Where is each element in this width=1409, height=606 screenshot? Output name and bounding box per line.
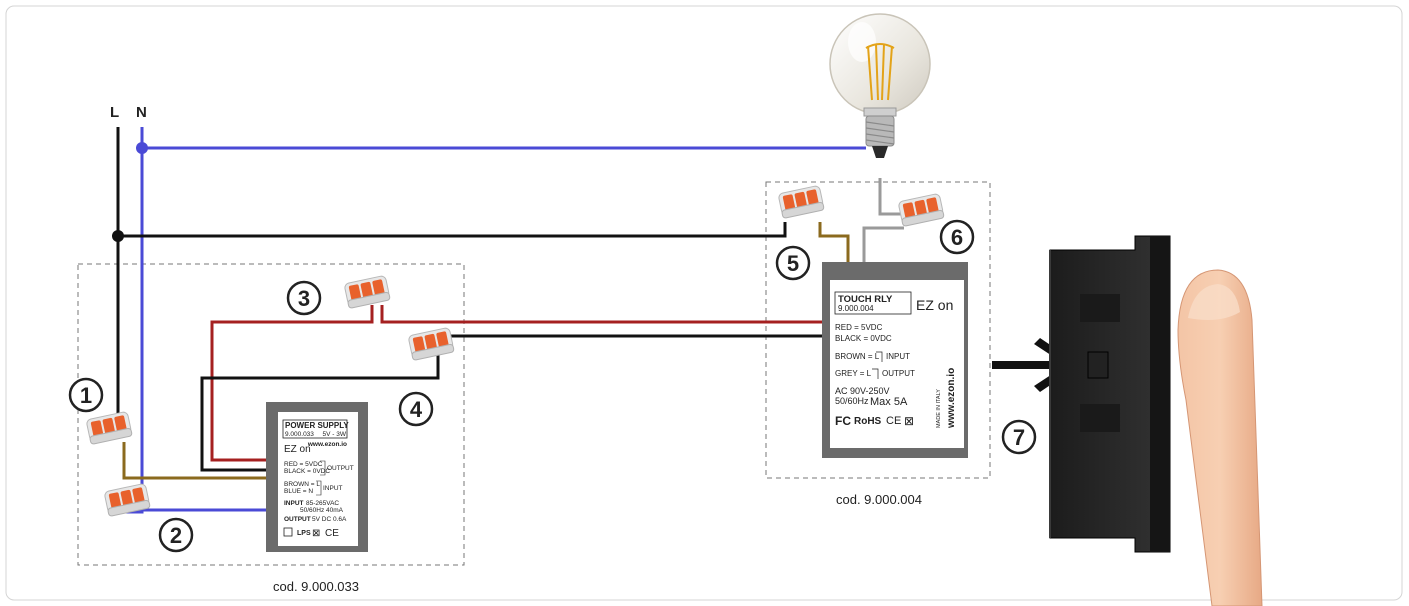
- svg-text:4: 4: [410, 397, 423, 422]
- touch-switch-icon: [1049, 235, 1171, 553]
- relay-input-line: BROWN = L: [835, 352, 880, 361]
- ps-output-spec-label: OUTPUT: [284, 516, 311, 523]
- relay-caption: cod. 9.000.004: [836, 492, 922, 507]
- ps-input-spec2: 50/60Hz 40mA: [300, 507, 344, 514]
- relay-output-line: GREY = L: [835, 369, 872, 378]
- relay-power-line-1: RED = 5VDC: [835, 323, 883, 332]
- marker-4: 4: [398, 391, 434, 427]
- ps-title: POWER SUPPLY: [285, 421, 349, 430]
- wago-connector-icon: [343, 274, 391, 309]
- relay-frequency: 50/60Hz: [835, 396, 869, 406]
- ps-in-line-2: BLUE = N: [284, 488, 313, 495]
- marker-1: 1: [68, 377, 104, 413]
- arrow-right-icon: [992, 338, 1080, 392]
- ps-output-spec: 5V DC 0.6A: [312, 516, 347, 523]
- wago-connector-icon: [897, 192, 945, 227]
- relay-code: 9.000.004: [838, 304, 874, 313]
- ps-input-spec: 85-265VAC: [306, 500, 339, 507]
- relay-grey-wire: [862, 226, 904, 262]
- relay-brown-wire: [818, 222, 850, 262]
- svg-text:5: 5: [787, 251, 799, 276]
- svg-text:7: 7: [1013, 425, 1025, 450]
- ps-brown-wire: [122, 442, 266, 480]
- ps-red-wire: [210, 305, 374, 462]
- lamp-grey-wire: [878, 178, 905, 216]
- neutral-label: N: [136, 104, 147, 121]
- wires: [116, 127, 905, 514]
- ps-in-line-1: BROWN = L: [284, 481, 320, 488]
- relay-max-current: Max 5A: [870, 396, 908, 408]
- wago-connector-icon: [407, 326, 455, 361]
- neutral-junction: [136, 142, 148, 154]
- ps-output-label: OUTPUT: [327, 465, 354, 472]
- ps-input-spec-label: INPUT: [284, 500, 304, 507]
- relay-voltage: AC 90V-250V: [835, 386, 890, 396]
- svg-text:6: 6: [951, 225, 963, 250]
- live-label: L: [110, 104, 119, 121]
- finger-icon: [1177, 269, 1263, 606]
- relay-logo: EZ on: [916, 297, 953, 313]
- svg-text:2: 2: [170, 523, 182, 548]
- marker-5: 5: [775, 245, 811, 281]
- live-branch-wire: [118, 222, 787, 238]
- power-supply-box: [77, 263, 465, 566]
- marker-3: 3: [286, 280, 322, 316]
- marker-6: 6: [939, 219, 975, 255]
- ps-caption: cod. 9.000.033: [273, 579, 359, 594]
- svg-text:3: 3: [298, 286, 310, 311]
- ps-rating: 5V - 3W: [323, 431, 347, 438]
- weee-icon: ⊠: [904, 414, 914, 428]
- marker-7: 7: [1001, 419, 1037, 455]
- ps-black-wire: [200, 355, 440, 472]
- wago-connector-icon: [85, 410, 133, 445]
- marker-2: 2: [158, 517, 194, 553]
- relay-website: www.ezon.io: [946, 368, 957, 429]
- ps-out-line-1: RED = 5VDC: [284, 461, 323, 468]
- touch-relay-box: [765, 181, 991, 479]
- svg-text:1: 1: [80, 383, 92, 408]
- relay-made-in: MADE IN ITALY: [936, 389, 942, 428]
- ps-logo: EZ on: [284, 444, 311, 455]
- touch-relay-module: TOUCH RLY 9.000.004 EZ on RED = 5VDC BLA…: [822, 262, 968, 458]
- live-junction: [112, 230, 124, 242]
- relay-output-label: OUTPUT: [882, 369, 915, 378]
- ps-out-line-2: BLACK = 0VDC: [284, 468, 330, 475]
- weee-icon: ⊠: [312, 528, 320, 539]
- relay-power-line-2: BLACK = 0VDC: [835, 334, 892, 343]
- relay-red-wire: [380, 305, 822, 324]
- fcc-mark-icon: FC: [835, 414, 851, 428]
- ce-mark-icon: CE: [325, 528, 339, 539]
- relay-title: TOUCH RLY: [838, 294, 893, 305]
- relay-cert-marks: RoHS: [854, 416, 882, 427]
- relay-input-label: INPUT: [886, 352, 910, 361]
- ce-mark-icon: CE: [886, 415, 901, 427]
- ps-cert-marks: LPS: [297, 530, 311, 537]
- power-supply-module: POWER SUPPLY 9.000.033 5V - 3W EZ on www…: [266, 402, 368, 552]
- ps-website: www.ezon.io: [307, 441, 347, 448]
- ps-code: 9.000.033: [285, 431, 314, 438]
- ps-input-label: INPUT: [323, 485, 343, 492]
- light-bulb-icon: [829, 13, 931, 158]
- frame-border: [5, 5, 1403, 601]
- wago-connector-icon: [777, 184, 825, 219]
